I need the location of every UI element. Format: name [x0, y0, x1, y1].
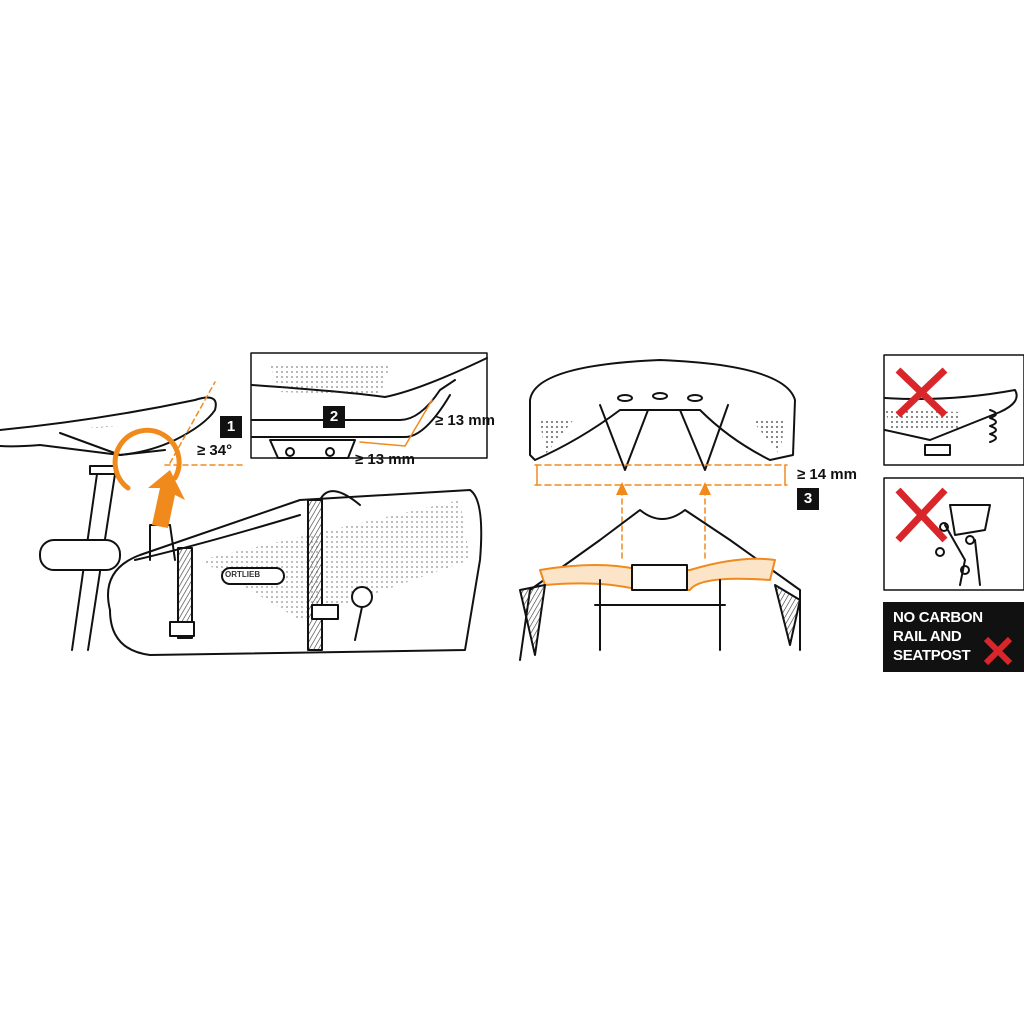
- rail-clearance-label: ≥ 14 mm: [797, 466, 857, 483]
- warning-line-3: SEATPOST: [893, 647, 971, 664]
- step-2-badge: 2: [323, 406, 345, 428]
- warning-line-1: NO CARBON: [893, 609, 983, 626]
- angle-label: ≥ 34°: [197, 442, 233, 459]
- step-1-badge: 1: [220, 416, 242, 438]
- side-saddle: [0, 396, 217, 651]
- rail-vertical-label: ≥ 13 mm: [435, 412, 495, 429]
- no-carbon-warning: NO CARBON RAIL AND SEATPOST: [883, 602, 1024, 672]
- seatpost-clamp: [519, 509, 801, 661]
- saddle-bag: [107, 489, 483, 656]
- step-3-badge: 3: [797, 488, 819, 510]
- forbidden-x-icons: [895, 367, 948, 543]
- warning-line-2: RAIL AND: [893, 628, 962, 645]
- rear-saddle: [529, 359, 796, 471]
- brand-logo: ORTLIEB: [225, 570, 261, 579]
- lift-arrow: [148, 470, 185, 528]
- red-x-icon: [983, 636, 1013, 666]
- rail-horizontal-label: ≥ 13 mm: [355, 451, 415, 468]
- rotate-arrow: [112, 427, 182, 491]
